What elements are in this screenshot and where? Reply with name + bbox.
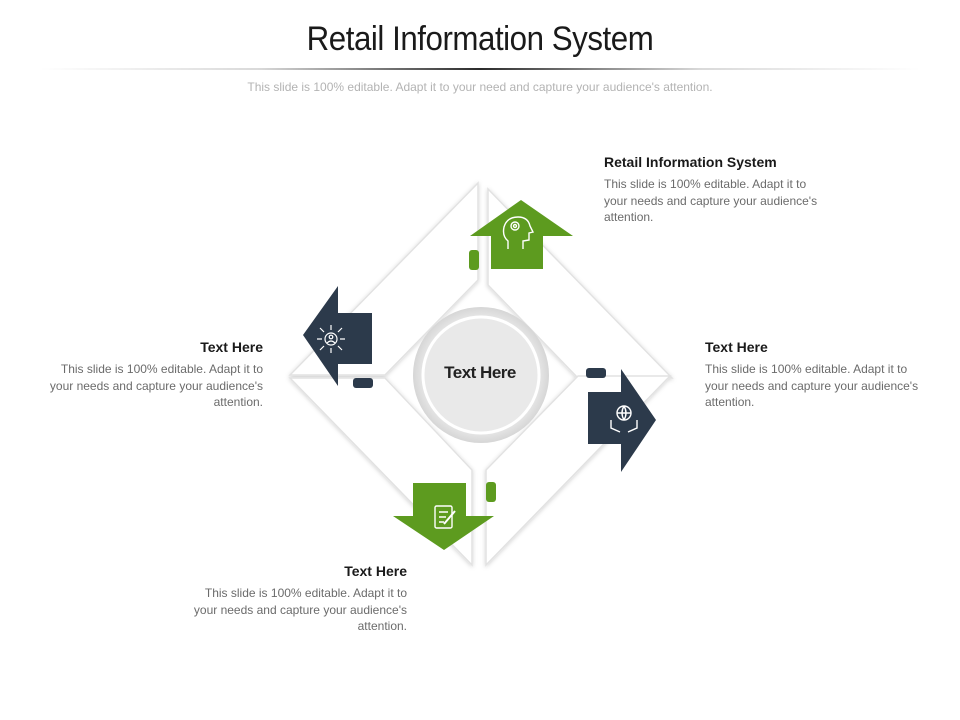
clipboard-pen-icon (434, 505, 456, 529)
info-heading: Text Here (344, 563, 407, 579)
info-body: This slide is 100% editable. Adapt it to… (193, 586, 407, 633)
info-heading: Text Here (705, 339, 768, 355)
info-body: This slide is 100% editable. Adapt it to… (705, 362, 919, 409)
arrow-left (303, 286, 372, 386)
tab-top (469, 250, 479, 270)
hands-globe-icon (610, 405, 638, 433)
info-block-right: Text Here This slide is 100% editable. A… (705, 339, 920, 411)
center-circle (413, 307, 549, 443)
info-body: This slide is 100% editable. Adapt it to… (604, 177, 818, 224)
info-heading: Text Here (200, 339, 263, 355)
page-title: Retail Information System (306, 20, 654, 58)
arrow-right (588, 369, 656, 472)
info-heading: Retail Information System (604, 154, 777, 170)
info-block-bottom: Text Here This slide is 100% editable. A… (192, 563, 407, 635)
page-subtitle: This slide is 100% editable. Adapt it to… (247, 80, 713, 94)
tab-bottom (486, 482, 496, 502)
info-block-top: Retail Information System This slide is … (604, 154, 819, 226)
tab-left (353, 378, 373, 388)
center-label: Text Here (444, 363, 516, 382)
info-body: This slide is 100% editable. Adapt it to… (49, 362, 263, 409)
title-divider (40, 68, 920, 70)
network-person-icon (317, 325, 345, 353)
arrow-top (470, 200, 573, 269)
arrow-bottom (393, 483, 494, 550)
info-block-left: Text Here This slide is 100% editable. A… (48, 339, 263, 411)
head-gear-icon (502, 216, 535, 249)
tab-right (586, 368, 606, 378)
